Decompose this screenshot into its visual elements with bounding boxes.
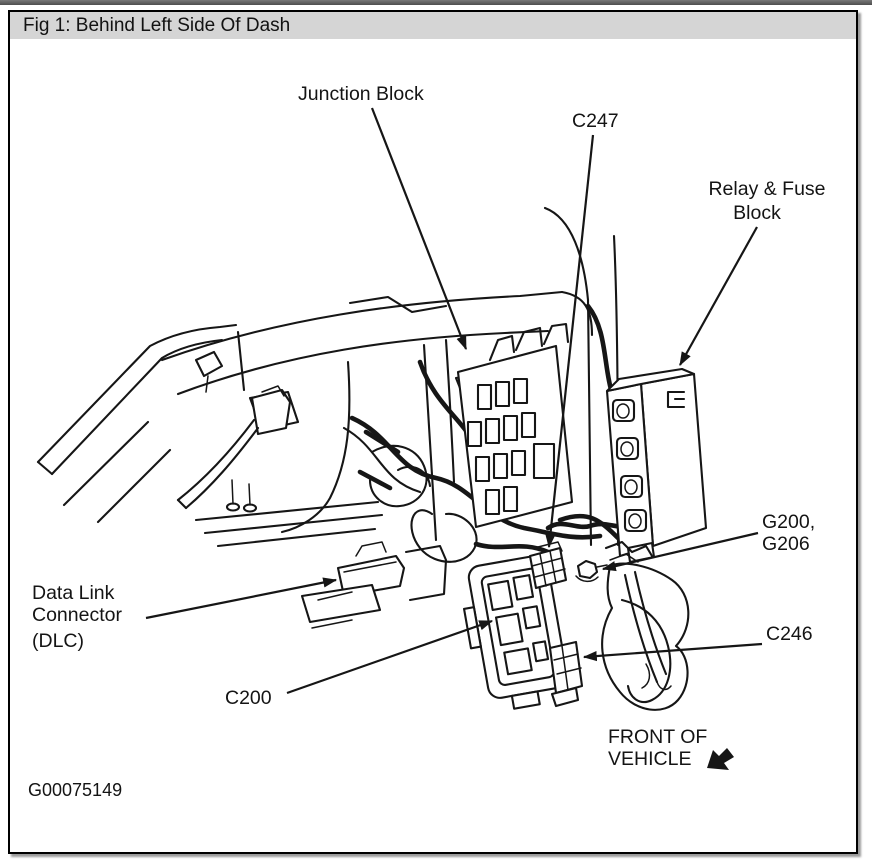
label-dlc-line1: Data Link [32,582,115,604]
relay-fuse-block-leader [679,226,758,367]
ground-bolt-drawing [575,540,654,583]
fuse [484,417,501,445]
figure-title: Fig 1: Behind Left Side Of Dash [23,14,291,36]
floor-lines [194,479,384,548]
label-dlc-line2: Connector [32,604,122,626]
fuse [502,414,519,442]
c200-cavity [503,647,533,676]
fuse [476,383,493,411]
label-front-line2: VEHICLE [608,748,691,770]
label-ground-line1: G200, [762,511,815,533]
dash-brace-connector-drawing [176,350,292,510]
front-of-vehicle-arrow-icon [707,748,734,770]
fuse [494,380,511,408]
fuse [474,455,491,483]
c200-cavity [512,574,535,601]
label-ground-line2: G206 [762,533,810,555]
c200-cavity [532,640,550,663]
c247-leader [545,134,595,549]
dlc-leader [145,577,338,620]
relay-fuse-block-drawing [605,367,708,564]
figure-panel: Fig 1: Behind Left Side Of Dash [8,10,858,854]
label-junction-block: Junction Block [298,83,424,105]
c200-cavity [521,605,542,630]
c246-connector-drawing [548,640,584,708]
junction-block-leader [370,107,468,351]
c200-connector-drawing [463,554,569,710]
c200-cavity [494,612,524,647]
label-c200: C200 [225,687,272,709]
dlc-connector-drawing [300,541,448,629]
figure-title-bar: Fig 1: Behind Left Side Of Dash [10,12,856,39]
label-relay-fuse-line1: Relay & Fuse [708,178,825,200]
fuse [510,449,527,477]
label-c246: C246 [766,623,813,645]
fuse [520,411,537,439]
figure-id: G00075149 [28,780,122,800]
fuse [512,377,529,405]
fuse [484,488,501,516]
label-dlc-line3: (DLC) [32,630,84,652]
window-top-bar [0,0,872,5]
relay-cube [532,442,556,480]
label-relay-fuse-line2: Block [733,202,781,224]
callout-labels: Junction Block C247 Relay & Fuse Block D… [28,83,826,800]
c247-connector-drawing [528,541,568,590]
c200-cavity [487,579,514,612]
fuse [466,420,483,448]
c246-leader [582,642,763,662]
fuse [492,452,509,480]
leader-lines [145,107,763,695]
ground-leader [601,531,759,572]
c200-leader [286,619,494,695]
brake-pedal-drawing [601,562,690,711]
junction-block-drawing [456,322,574,529]
label-c247: C247 [572,110,619,132]
fuse [502,485,519,513]
label-front-line1: FRONT OF [608,726,707,748]
